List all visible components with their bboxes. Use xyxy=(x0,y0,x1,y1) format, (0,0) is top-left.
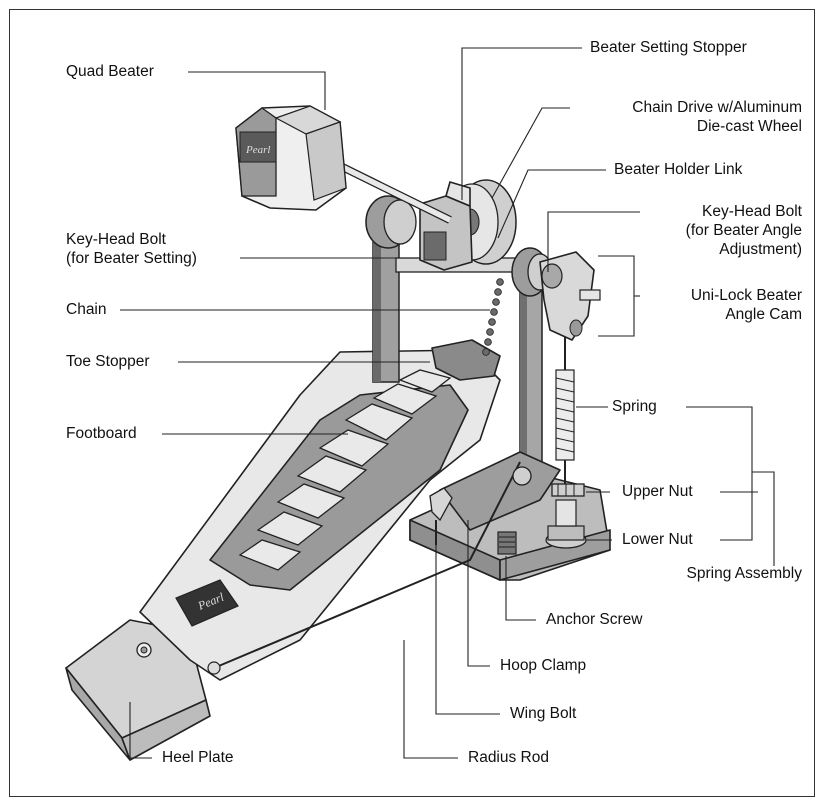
quad-beater: Pearl xyxy=(235,105,347,211)
label-chain-drive-line2: Die-cast Wheel xyxy=(696,118,802,135)
leader-lines xyxy=(120,47,775,759)
label-chain-drive-line1: Chain Drive w/Aluminum xyxy=(632,99,802,116)
label-key-head-bolt-angle-line2: (for Beater Angle xyxy=(685,222,802,239)
label-quad-beater: Quad Beater xyxy=(66,63,154,80)
diagram-frame xyxy=(9,9,815,797)
label-lower-nut: Lower Nut xyxy=(622,531,693,548)
uni-lock-beater-angle-cam xyxy=(539,251,601,341)
label-spring: Spring xyxy=(612,398,657,415)
label-upper-nut: Upper Nut xyxy=(622,483,693,500)
label-uni-lock: Uni-Lock Beater Angle Cam xyxy=(691,286,802,324)
label-key-head-bolt-angle-line3: Adjustment) xyxy=(719,241,802,258)
chain xyxy=(482,278,504,356)
label-toe-stopper: Toe Stopper xyxy=(66,353,150,370)
upper-nut xyxy=(551,483,585,497)
label-chain: Chain xyxy=(66,301,107,318)
label-anchor-screw: Anchor Screw xyxy=(546,611,643,628)
label-key-head-bolt-setting-line2: (for Beater Setting) xyxy=(66,250,197,267)
label-radius-rod: Radius Rod xyxy=(468,749,549,766)
label-uni-lock-line2: Angle Cam xyxy=(725,306,802,323)
label-key-head-bolt-setting-line1: Key-Head Bolt xyxy=(66,231,166,248)
radius-rod xyxy=(213,461,521,669)
label-beater-setting-stopper: Beater Setting Stopper xyxy=(590,39,747,56)
heel-plate xyxy=(65,619,211,761)
label-key-head-bolt-setting: Key-Head Bolt (for Beater Setting) xyxy=(66,230,197,268)
label-key-head-bolt-angle: Key-Head Bolt (for Beater Angle Adjustme… xyxy=(686,202,802,259)
label-uni-lock-line1: Uni-Lock Beater xyxy=(690,287,802,304)
label-beater-holder-link: Beater Holder Link xyxy=(614,161,743,178)
beater-logo: Pearl xyxy=(245,144,270,156)
wing-bolt xyxy=(429,487,453,545)
label-chain-drive: Chain Drive w/Aluminum Die-cast Wheel xyxy=(632,98,802,136)
label-heel-plate: Heel Plate xyxy=(162,749,234,766)
label-spring-assembly: Spring Assembly xyxy=(686,565,802,582)
lower-nut xyxy=(545,499,587,549)
label-key-head-bolt-angle-line1: Key-Head Bolt xyxy=(702,203,802,220)
footboard-logo-plate: Pearl xyxy=(175,579,239,627)
right-post xyxy=(519,267,543,469)
anchor-screw xyxy=(497,531,517,555)
label-wing-bolt: Wing Bolt xyxy=(510,705,577,722)
label-hoop-clamp: Hoop Clamp xyxy=(500,657,587,674)
left-bearing xyxy=(365,195,417,249)
label-footboard: Footboard xyxy=(66,425,137,442)
footboard: Pearl xyxy=(139,349,501,681)
beater-holder xyxy=(419,181,473,271)
left-post xyxy=(372,231,400,383)
